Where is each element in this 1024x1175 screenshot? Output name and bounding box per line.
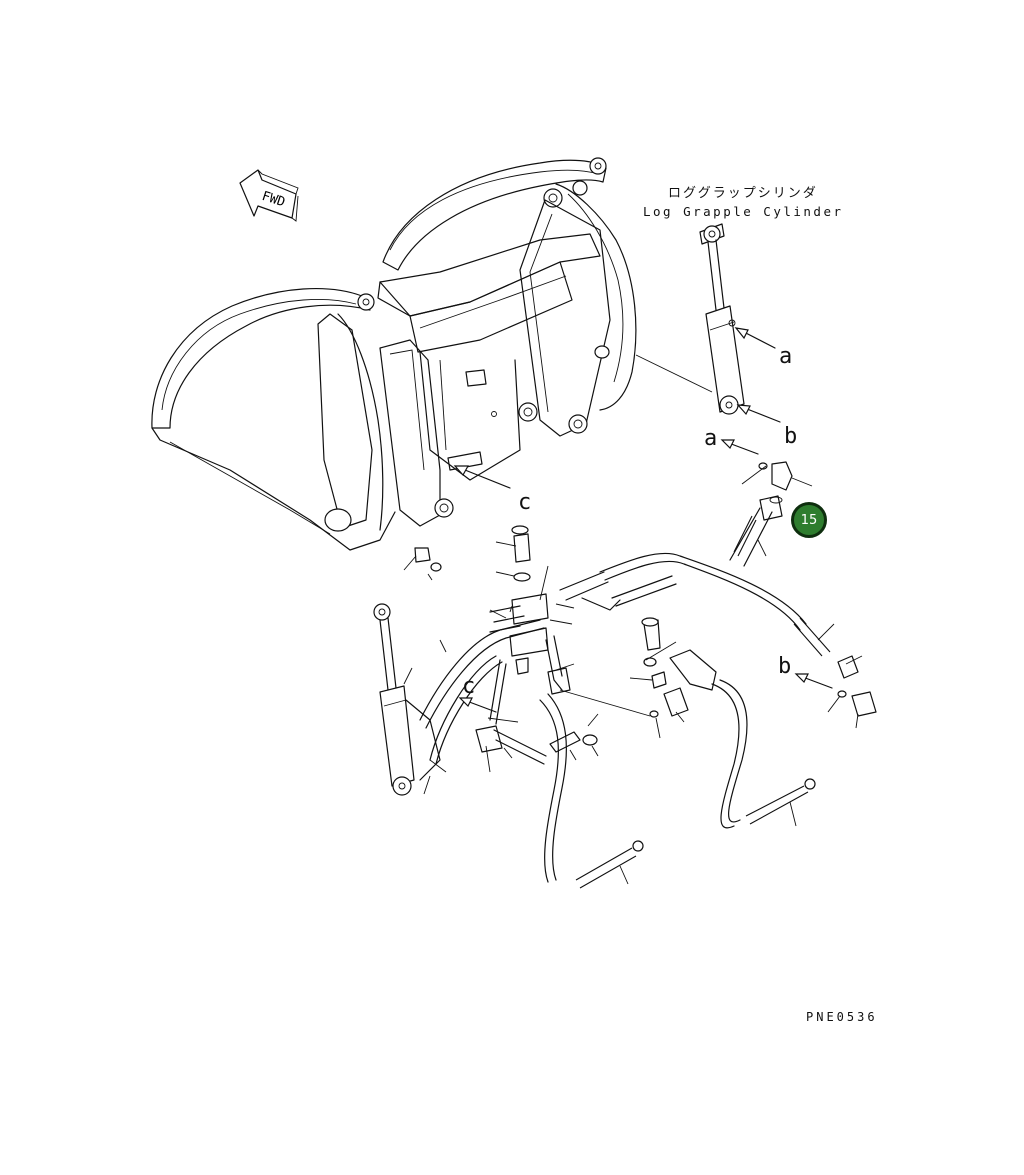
left-grapple-tine (151, 287, 454, 572)
log-grapple-cylinder-top (635, 223, 745, 415)
ref-label-b-top: b (784, 424, 798, 449)
ref-label-b-lower: b (778, 654, 792, 679)
log-grapple-cylinder-lower (373, 603, 441, 796)
right-grapple-tine (382, 157, 637, 437)
center-manifold (475, 525, 717, 753)
hose-fittings-upper-right (729, 461, 793, 567)
ref-label-a-hose: a (704, 426, 718, 451)
reference-arrows (453, 327, 833, 713)
part-callout-15[interactable]: 15 (791, 502, 827, 538)
cylinder-title-jp: ロググラップシリンダ (668, 186, 818, 201)
fwd-arrow-icon: FWD (239, 169, 299, 222)
lower-right-fittings (793, 617, 877, 717)
grapple-frame (377, 233, 601, 481)
leader-lines (403, 465, 863, 885)
cylinder-title-en: Log Grapple Cylinder (643, 204, 844, 219)
hydraulic-hoses (419, 552, 816, 889)
ref-label-a-top: a (779, 344, 793, 369)
drawing-code: PNE0536 (806, 1010, 878, 1024)
fwd-text: FWD (260, 189, 287, 211)
ref-label-c-lower: c (462, 674, 476, 699)
ref-label-c-frame: c (518, 490, 532, 515)
